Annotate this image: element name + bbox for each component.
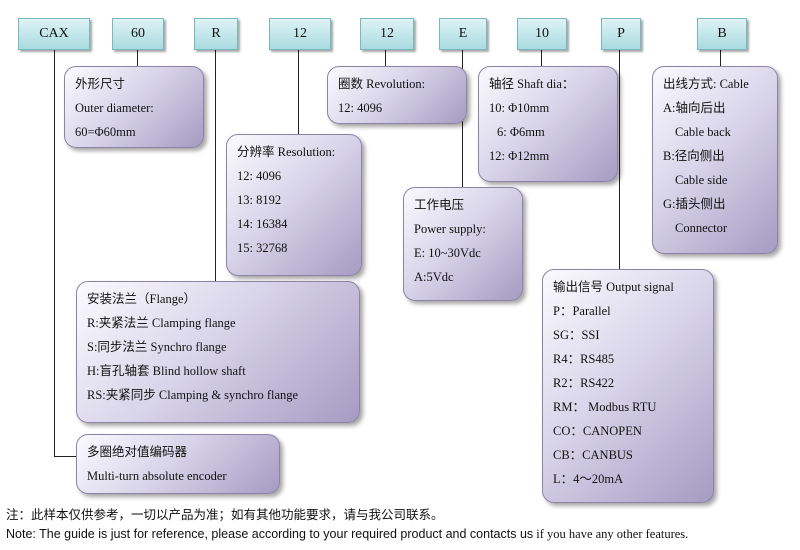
flange-title: 安装法兰（Flange） (87, 292, 197, 306)
outer-diameter-title: 外形尺寸 (75, 77, 126, 91)
code-box-resolution: 12 (269, 18, 331, 50)
shaft-option-10: 10: Φ10mm (489, 101, 550, 115)
wire-revolution (385, 49, 386, 66)
resolution-box: 分辨率 Resolution: 12: 4096 13: 8192 14: 16… (226, 134, 362, 276)
wire-output (619, 49, 620, 269)
shaft-option-12: 12: Φ12mm (489, 149, 550, 163)
revolution-box: 圈数 Revolution: 12: 4096 (327, 66, 467, 124)
resolution-title: 分辨率 Resolution: (237, 145, 336, 159)
output-option-sg: SG：SSI (553, 328, 600, 342)
power-option-e: E: 10~30Vdc (414, 246, 481, 260)
note-english-main: Note: The guide is just for reference, p… (6, 527, 534, 541)
wire-cable (720, 49, 721, 66)
resolution-option-13: 13: 8192 (237, 193, 282, 207)
cable-box: 出线方式: Cable A:轴向后出 Cable back B:径向侧出 Cab… (652, 66, 778, 254)
flange-option-r: R:夹紧法兰 Clamping flange (87, 316, 236, 330)
output-option-rm: RM： Modbus RTU (553, 400, 657, 414)
cable-option-a-en: Cable back (675, 125, 731, 139)
note-english: Note: The guide is just for reference, p… (6, 527, 688, 542)
wire-shaft (541, 49, 542, 66)
encoder-type-box: 多圈绝对值编码器 Multi-turn absolute encoder (76, 434, 280, 494)
power-supply-box: 工作电压 Power supply: E: 10~30Vdc A:5Vdc (403, 187, 523, 301)
flange-box: 安装法兰（Flange） R:夹紧法兰 Clamping flange S:同步… (76, 281, 360, 423)
wire-cax-horizontal (54, 456, 76, 457)
output-signal-box: 输出信号 Output signal P：Parallel SG：SSI R4：… (542, 269, 714, 503)
power-title: 工作电压 (414, 198, 465, 212)
output-option-r4: R4：RS485 (553, 352, 615, 366)
shaft-option-6: 6: Φ6mm (497, 125, 545, 139)
code-box-cax: CAX (18, 18, 90, 50)
note-chinese: 注：此样本仅供参考，一切以产品为准；如有其他功能要求，请与我公司联系。 (6, 508, 444, 522)
power-label: Power supply: (414, 222, 486, 236)
wire-r (215, 49, 216, 281)
flange-option-h: H:盲孔轴套 Blind hollow shaft (87, 364, 246, 378)
resolution-option-15: 15: 32768 (237, 241, 288, 255)
resolution-option-12: 12: 4096 (237, 169, 282, 183)
code-box-flange: R (194, 18, 238, 50)
outer-diameter-label: Outer diameter: (75, 101, 154, 115)
code-box-cable: B (697, 18, 747, 50)
flange-option-s: S:同步法兰 Synchro flange (87, 340, 227, 354)
cable-option-g: G:插头侧出 (663, 197, 726, 211)
note-english-tail: if you have any other features. (533, 527, 689, 541)
shaft-diameter-box: 轴径 Shaft dia： 10: Φ10mm 6: Φ6mm 12: Φ12m… (478, 66, 618, 182)
output-option-p: P：Parallel (553, 304, 611, 318)
cable-option-g-en: Connector (675, 221, 728, 235)
wire-resolution (298, 49, 299, 134)
output-option-r2: R2：RS422 (553, 376, 615, 390)
cable-option-b: B:径向侧出 (663, 149, 725, 163)
cable-option-b-en: Cable side (675, 173, 728, 187)
code-box-diameter: 60 (112, 18, 164, 50)
wire-cax-vertical (54, 49, 55, 456)
code-box-power: E (439, 18, 487, 50)
outer-diameter-value: 60=Φ60mm (75, 125, 136, 139)
power-option-a: A:5Vdc (414, 270, 454, 284)
revolution-value: 12: 4096 (338, 101, 383, 115)
resolution-option-14: 14: 16384 (237, 217, 288, 231)
output-option-co: CO：CANOPEN (553, 424, 642, 438)
wire-60 (137, 49, 138, 67)
outer-diameter-box: 外形尺寸 Outer diameter: 60=Φ60mm (64, 66, 204, 148)
shaft-title: 轴径 Shaft dia： (489, 77, 575, 91)
flange-option-rs: RS:夹紧同步 Clamping & synchro flange (87, 388, 299, 402)
output-title: 输出信号 Output signal (553, 280, 674, 294)
cable-title: 出线方式: Cable (663, 77, 749, 91)
encoder-type-cn: 多圈绝对值编码器 (87, 445, 188, 459)
code-box-shaft: 10 (517, 18, 567, 50)
code-box-revolution: 12 (360, 18, 414, 50)
output-option-l: L：4～20mA (553, 472, 624, 486)
encoder-type-en: Multi-turn absolute encoder (87, 469, 227, 483)
code-box-output: P (601, 18, 641, 50)
output-option-cb: CB：CANBUS (553, 448, 633, 462)
revolution-title: 圈数 Revolution: (338, 77, 426, 91)
cable-option-a: A:轴向后出 (663, 101, 726, 115)
